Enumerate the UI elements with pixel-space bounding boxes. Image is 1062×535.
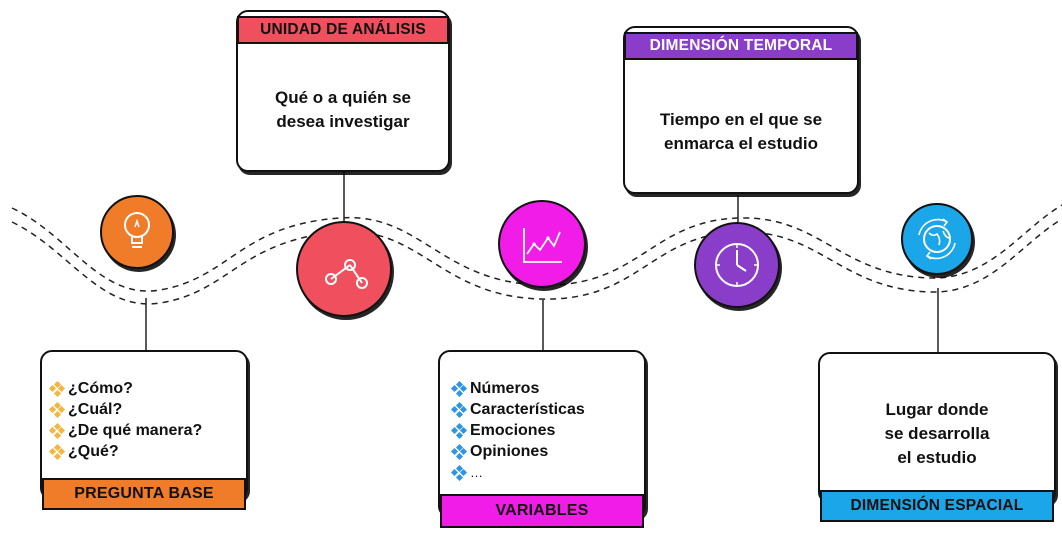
dimension-espacial-line-3: el estudio — [897, 448, 977, 467]
list-item: Números — [450, 378, 585, 399]
unidad-analisis-circle — [296, 221, 392, 317]
unidad-analisis-line-2: desea investigar — [276, 112, 410, 131]
variables-list: Números Características Emociones Opinio… — [450, 378, 585, 483]
list-item: Características — [450, 399, 585, 420]
list-item: ¿Cómo? — [48, 378, 202, 399]
clock-icon — [715, 243, 759, 287]
globe-recycle-icon — [918, 218, 956, 260]
diamond-bullet-icon — [48, 443, 66, 460]
diamond-bullet-icon — [48, 422, 66, 439]
unidad-analisis-line-1: Qué o a quién se — [274, 88, 412, 107]
dimension-espacial-circle — [901, 203, 973, 275]
diamond-bullet-icon — [48, 401, 66, 418]
list-item-label: Características — [470, 401, 585, 418]
dimension-temporal-title: DIMENSIÓN TEMPORAL — [624, 32, 858, 60]
line-chart-icon — [523, 228, 562, 263]
unidad-analisis-title: UNIDAD DE ANÁLISIS — [237, 16, 449, 44]
dimension-temporal-line-2: enmarca el estudio — [663, 134, 818, 153]
list-item: ¿De qué manera? — [48, 420, 203, 441]
pregunta-base-title: PREGUNTA BASE — [42, 478, 246, 510]
diamond-bullet-icon — [450, 422, 468, 439]
list-item-label: … — [470, 465, 483, 480]
list-item-label: Opiniones — [470, 443, 549, 460]
list-item-label: ¿Cuál? — [68, 401, 123, 418]
share-nodes-icon — [325, 259, 368, 289]
wave-line-lower — [11, 218, 1062, 305]
list-item: Emociones — [450, 420, 585, 441]
dimension-espacial-line-1: Lugar donde — [885, 400, 989, 419]
pregunta-base-circle — [100, 195, 174, 269]
variables-circle — [498, 200, 586, 288]
variables-title: VARIABLES — [440, 494, 644, 528]
diamond-bullet-icon — [450, 443, 468, 460]
pregunta-base-card: ¿Cómo? ¿Cuál? ¿De qué manera? ¿Qué? — [40, 350, 248, 500]
list-item: ¿Qué? — [48, 441, 202, 462]
list-item: Opiniones — [450, 441, 585, 462]
dimension-espacial-card: Lugar donde se desarrolla el estudio — [818, 352, 1056, 504]
diamond-bullet-icon — [48, 380, 66, 397]
lightbulb-icon — [124, 212, 150, 248]
diamond-bullet-icon — [450, 380, 468, 397]
list-item-label: ¿Cómo? — [68, 380, 133, 397]
dimension-espacial-title: DIMENSIÓN ESPACIAL — [820, 490, 1054, 522]
dimension-temporal-circle — [694, 222, 780, 308]
dimension-espacial-line-2: se desarrolla — [884, 424, 990, 443]
list-item-label: Números — [470, 380, 540, 397]
list-item: … — [450, 462, 585, 483]
list-item-label: ¿Qué? — [68, 443, 119, 460]
list-item: ¿Cuál? — [48, 399, 202, 420]
list-item-label: Emociones — [470, 422, 556, 439]
pregunta-base-list: ¿Cómo? ¿Cuál? ¿De qué manera? ¿Qué? — [48, 378, 203, 462]
variables-card: Números Características Emociones Opinio… — [438, 350, 646, 518]
diamond-bullet-icon — [450, 464, 468, 481]
diamond-bullet-icon — [450, 401, 468, 418]
dimension-temporal-line-1: Tiempo en el que se — [659, 110, 823, 129]
list-item-label: ¿De qué manera? — [68, 422, 203, 439]
